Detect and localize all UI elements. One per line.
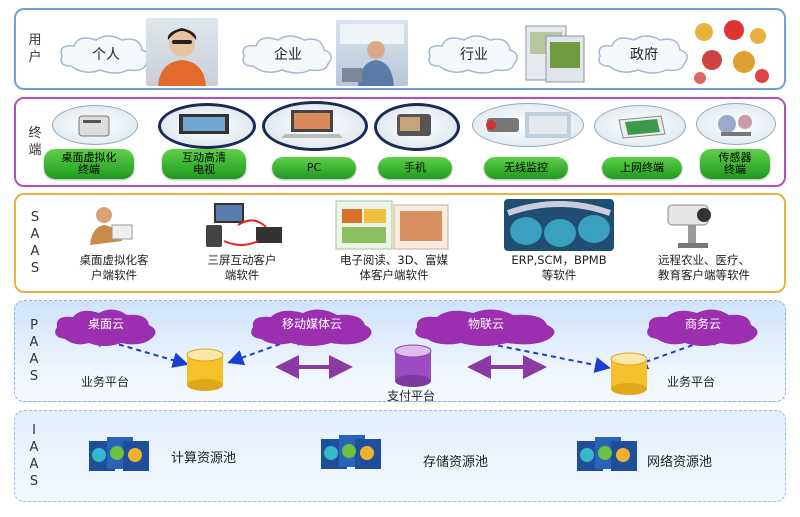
saas-ereader-label: 电子阅读、3D、富媒 体客户端软件 [339,253,449,282]
iaas-storage-label: 存储资源池 [423,455,489,470]
saas-three-screen-label: 三屏互动客户 端软件 [207,253,277,282]
terminal-phone-label: 手机 [378,157,452,179]
desktop-user-icon [82,201,136,249]
saas-remote-label: 远程农业、医疗、 教育客户端等软件 [658,253,750,282]
server-pool-icon [321,435,381,469]
user-cloud-government [598,35,688,74]
saas-layer-label: S A A S [30,210,40,276]
office-photo-icon [336,20,408,86]
terminal-tablet-label: 上网终端 [602,157,682,179]
database-icon [610,352,648,395]
camera-icon [472,103,584,147]
saas-desktop-label: 桌面虚拟化客 户端软件 [79,253,149,282]
ereader-icon [334,199,450,251]
iaas-layer-label: I A A S [29,423,39,489]
iaas-compute-label: 计算资源池 [171,451,237,466]
terminal-camera-label: 无线监控 [484,157,568,179]
user-cloud-individual [60,35,150,74]
database-icon [186,348,224,391]
person-photo-icon [146,18,218,86]
industry-screens-icon [524,22,586,86]
terminal-sensor-label: 传感器 终端 [700,149,770,179]
server-pool-icon [89,437,149,471]
iaas-network-label: 网络资源池 [647,455,713,470]
paas-cloud-desktop-label: 桌面云 [87,317,124,331]
user-label-industry: 行业 [460,47,488,63]
paas-cloud-business [647,309,758,346]
laptop-icon [262,101,368,151]
paas-cloud-mobile-media-label: 移动媒体云 [281,317,342,331]
terminal-layer-label: 终 端 [28,126,42,158]
phone-icon [374,103,460,151]
database-icon [394,344,432,387]
paas-platform-right-label: 业务平台 [667,375,716,389]
terminal-thin-client-label: 桌面虚拟化 终端 [44,149,134,179]
paas-cloud-iot [415,309,555,346]
sensor-icon [696,103,776,145]
users-layer-label: 用 户 [28,33,42,65]
iaas-layer: I A A S 计算资源池 存储资源池 网络资源池 [14,410,786,502]
terminal-layer: 终 端 桌面虚拟化 终端 互动高清 电视 PC 手机 无线监控 上网终端 [14,97,786,187]
user-label-individual: 个人 [92,47,120,63]
saas-layer: S A A S 桌面虚拟化客 户端软件 三屏互动客户 端软件 电子阅读、3D、富… [14,193,786,293]
terminal-tv-label: 互动高清 电视 [162,149,246,179]
user-label-government: 政府 [630,47,658,63]
paas-cloud-mobile-media [251,309,372,346]
thin-client-icon [52,105,138,145]
users-layer: 用 户 个人 企业 行业 政府 [14,8,786,90]
paas-platform-left-label: 业务平台 [81,375,130,389]
paas-cloud-desktop [55,309,156,346]
tv-icon [158,103,256,149]
three-screen-icon [202,201,286,249]
paas-layer-label: P A A S [29,318,39,384]
paas-platform-payment-label: 支付平台 [387,389,436,403]
user-label-enterprise: 企业 [274,47,302,63]
terminal-pc-label: PC [272,157,356,179]
saas-erp-label: ERP,SCM，BPMB 等软件 [511,253,607,282]
remote-camera-icon [664,199,730,249]
erp-icon [504,199,614,251]
tablet-icon [594,105,686,147]
paas-cloud-business-label: 商务云 [684,317,721,331]
user-cloud-enterprise [242,35,332,74]
paas-layer: P A A S 桌面云 移动媒体云 物联云 商务云 业务平台 支付平台 业务平台 [14,300,786,403]
government-emblems-icon [688,16,770,86]
paas-cloud-iot-label: 物联云 [467,317,504,331]
server-pool-icon [577,437,637,471]
user-cloud-industry [428,35,518,74]
